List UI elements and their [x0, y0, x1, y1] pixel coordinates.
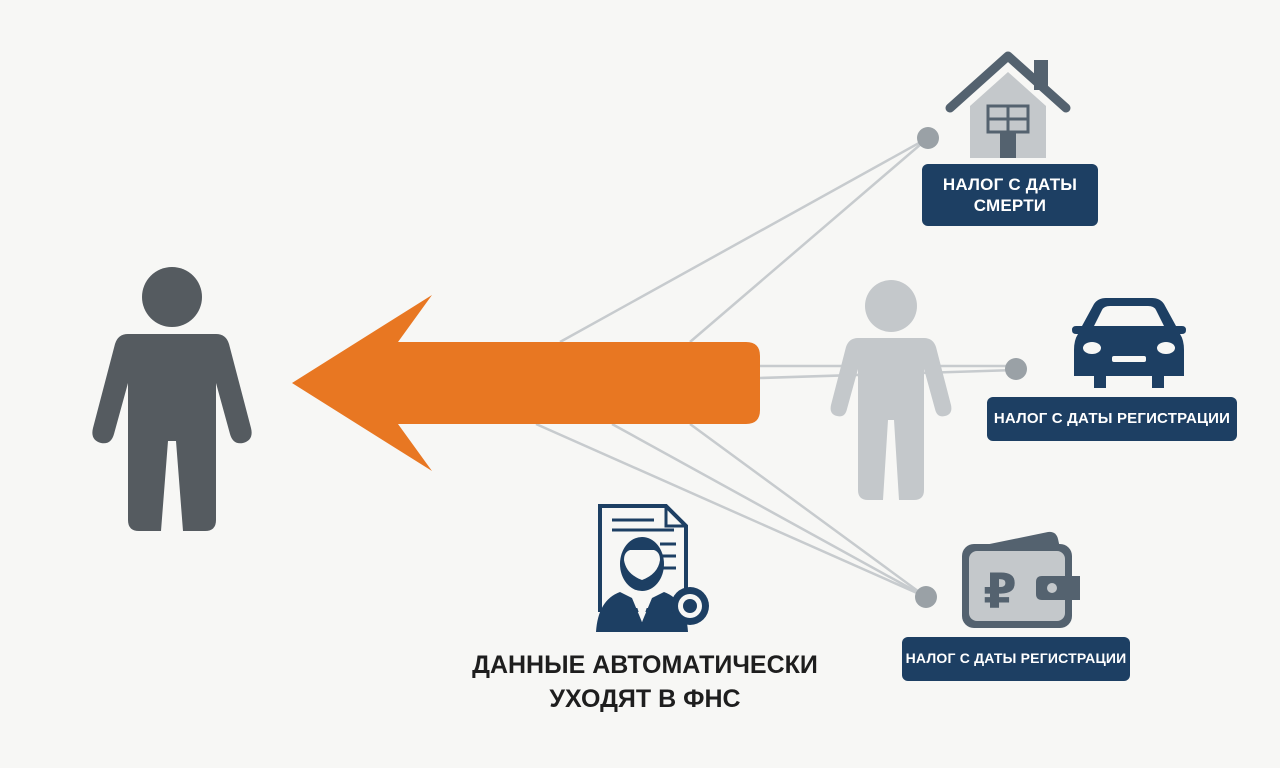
caption-line-1: ДАННЫЕ АВТОМАТИЧЕСКИ [472, 651, 818, 679]
deceased-person-icon [830, 280, 952, 500]
line-house-upper [559, 136, 929, 344]
node-wallet [915, 586, 937, 608]
node-car [1005, 358, 1027, 380]
car-icon [1072, 298, 1186, 388]
official-document-icon [596, 504, 709, 632]
wallet-ruble-icon: ₽ [962, 531, 1080, 628]
line-house-lower [689, 137, 929, 343]
arrow-left-icon [292, 295, 760, 471]
heir-person-icon [92, 267, 252, 531]
tax-badge-car: НАЛОГ С ДАТЫ РЕГИСТРАЦИИ [987, 397, 1237, 441]
tax-badge-house: НАЛОГ С ДАТЫ СМЕРТИ [922, 164, 1098, 226]
line-wallet-lower [689, 422, 927, 599]
caption-line-2: УХОДЯТ В ФНС [549, 685, 741, 713]
connection-lines [535, 136, 1017, 599]
line-wallet-upper [535, 422, 927, 599]
house-icon [945, 51, 1071, 158]
caption: ДАННЫЕ АВТОМАТИЧЕСКИ УХОДЯТ В ФНС [430, 648, 860, 716]
line-wallet-middle [611, 422, 927, 599]
tax-badge-wallet: НАЛОГ С ДАТЫ РЕГИСТРАЦИИ [902, 637, 1130, 681]
node-house [917, 127, 939, 149]
ruble-symbol: ₽ [983, 564, 1016, 620]
